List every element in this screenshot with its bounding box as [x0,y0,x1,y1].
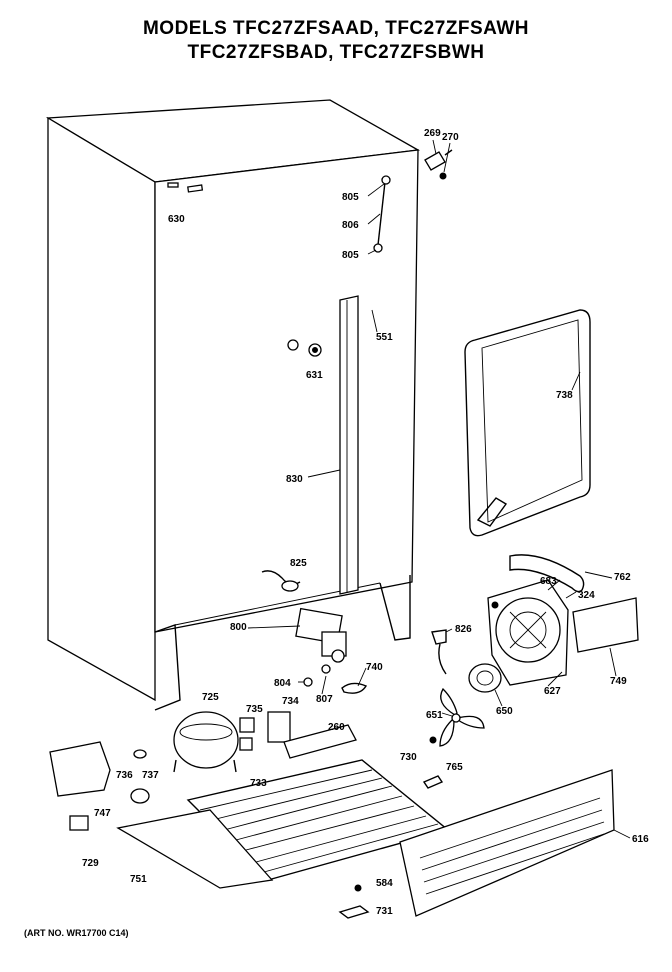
label-826: 826 [455,624,472,635]
rear-grille-616 [399,769,615,917]
valve-assembly-800 [295,607,347,663]
fan-blade-651 [439,687,485,747]
label-270: 270 [442,132,459,143]
label-765: 765 [446,762,463,773]
label-806: 806 [342,220,359,231]
label-630: 630 [168,214,185,225]
door-gasket-738 [464,309,591,537]
refrigerator-cabinet [45,99,421,711]
grommet-804 [303,677,313,687]
capacitor-734 [267,711,291,743]
label-740: 740 [366,662,383,673]
label-730: 730 [400,752,417,763]
base-pan-751 [116,809,274,889]
label-729: 729 [82,858,99,869]
label-683: 683 [540,576,557,587]
fan-shroud-627 [487,579,569,686]
control-board-749 [572,597,639,653]
label-616: 616 [632,834,649,845]
label-805b: 805 [342,250,359,261]
label-804: 804 [274,678,291,689]
screw-584 [354,884,362,892]
label-725: 725 [202,692,219,703]
label-807: 807 [316,694,333,705]
label-731: 731 [376,906,393,917]
clip-765 [422,775,444,789]
clip-740 [341,682,368,694]
bracket-260 [283,724,357,759]
grommet-807 [321,664,331,674]
label-749: 749 [610,676,627,687]
clip-651 [429,736,437,744]
foot-729 [69,815,89,831]
drain-tube-762 [509,554,585,593]
label-733: 733 [250,778,267,789]
label-762: 762 [614,572,631,583]
label-800: 800 [230,622,247,633]
overload-733 [239,737,253,751]
label-805a: 805 [342,192,359,203]
label-751: 751 [130,874,147,885]
diagram-title-line-2: TFC27ZFSBAD, TFC27ZFSBWH [187,42,485,63]
label-260: 260 [328,722,345,733]
label-737: 737 [142,770,159,781]
foot-737 [130,788,150,804]
label-551: 551 [376,332,393,343]
label-631: 631 [306,370,323,381]
label-736: 736 [116,770,133,781]
harness-826 [431,629,447,675]
relay-735 [239,717,255,733]
label-747: 747 [94,808,111,819]
label-269: 269 [424,128,441,139]
label-830: 830 [286,474,303,485]
part-labels: 269 270 630 805 806 805 551 631 738 830 … [82,128,649,917]
clip-731 [338,905,370,919]
label-627: 627 [544,686,561,697]
grommet-736 [133,749,147,759]
label-324: 324 [578,590,595,601]
art-number: (ART NO. WR17700 C14) [24,928,129,938]
fan-motor-650 [468,663,502,693]
label-738: 738 [556,390,573,401]
water-valve-269-270 [424,139,453,180]
label-735: 735 [246,704,263,715]
label-825: 825 [290,558,307,569]
leader-lines [247,183,631,839]
cover-747 [49,741,111,797]
label-650: 650 [496,706,513,717]
label-651: 651 [426,710,443,721]
compressor-725 [173,711,239,773]
label-584: 584 [376,878,393,889]
diagram-title-line-1: MODELS TFC27ZFSAAD, TFC27ZFSAWH [142,18,529,39]
label-734: 734 [282,696,299,707]
